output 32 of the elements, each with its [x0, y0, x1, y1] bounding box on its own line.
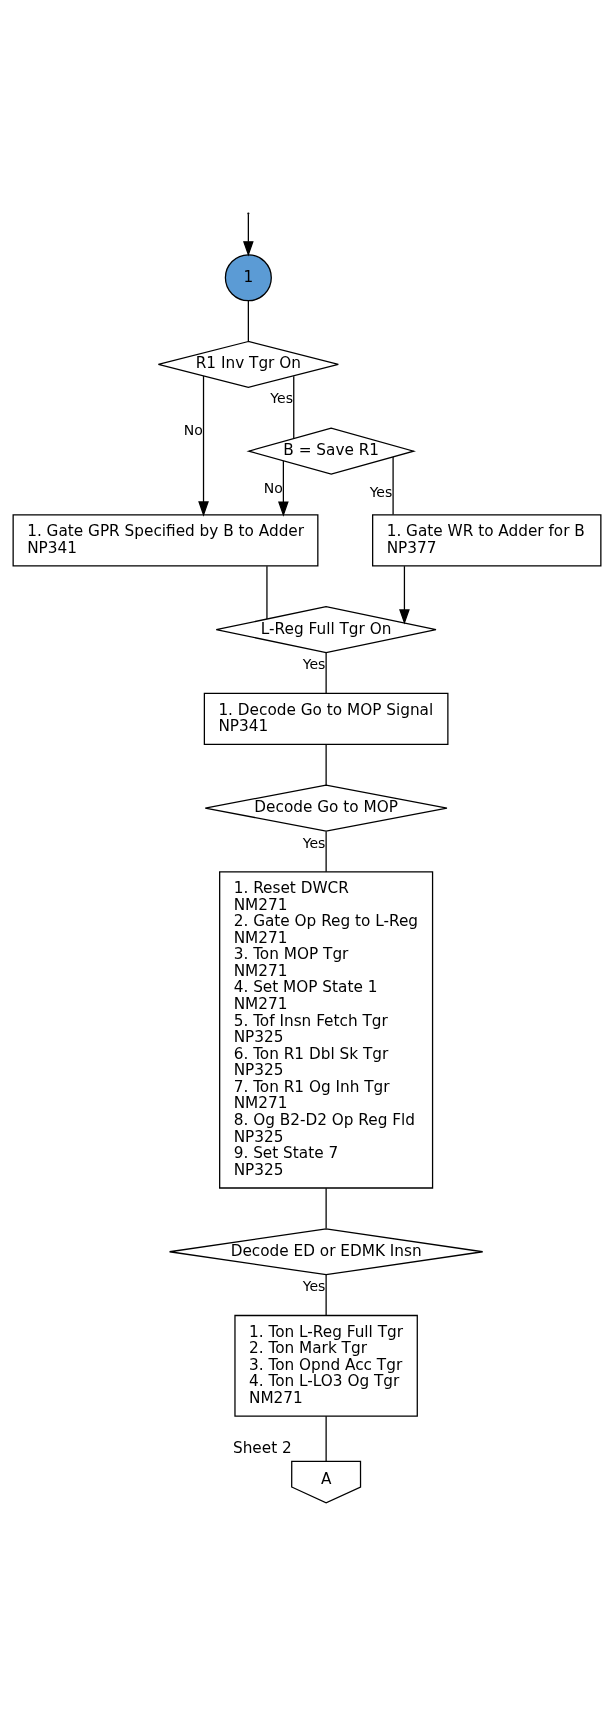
connector — [325, 1415, 327, 1462]
node-box: 1. Reset DWCR NM271 2. Gate Op Reg to L-Reg NM271 3. Ton MOP Tgr NM271 4. Set MOP State 1 NM271 5. Tof Insn Fetch Tgr NP325 6. Ton R1 Dbl Sk Tgr NP325 7. Ton R1 Og Inh Tgr NM271 8. Og B2-D2 Op Reg Fld NP325 9. Set State 7 NP325 — [219, 870, 434, 1189]
node-box: 1. Decode Go to MOP Signal NP341 — [203, 692, 449, 745]
connector — [325, 830, 327, 872]
node-diamond: R1 Inv Tgr On — [157, 340, 339, 388]
node-box: 1. Gate WR to Adder for B NP377 — [372, 513, 602, 566]
connector — [325, 651, 327, 694]
connector — [325, 1187, 327, 1229]
edge-label: Yes — [369, 483, 393, 500]
node-label: Sheet 2 — [233, 1438, 292, 1457]
node-circle: 1 — [224, 253, 272, 301]
edge-label: No — [263, 479, 283, 496]
arrow — [243, 213, 254, 256]
node-diamond: Decode Go to MOP — [204, 784, 448, 832]
connector — [247, 299, 249, 342]
connector — [325, 743, 327, 786]
arrow — [198, 374, 209, 517]
edge-label: Yes — [302, 655, 326, 672]
edge-label: Yes — [270, 389, 293, 406]
connector — [325, 1273, 327, 1316]
node-diamond: Decode ED or EDMK Insn — [168, 1227, 484, 1275]
node-diamond: B = Save R1 — [246, 427, 416, 475]
node-box: 1. Ton L-Reg Full Tgr 2. Ton Mark Tgr 3. Ton Opnd Acc Tgr 4. Ton L-LO3 Og Tgr NM271 — [234, 1314, 418, 1417]
edge-label: Yes — [302, 1277, 326, 1294]
connector — [266, 565, 268, 620]
edge-label: Yes — [302, 834, 326, 851]
edge-label: No — [183, 421, 203, 438]
node-box: 1. Gate GPR Specified by B to Adder NP341 — [12, 513, 319, 566]
arrow — [278, 459, 289, 517]
connector — [392, 455, 394, 515]
arrow — [399, 565, 410, 625]
connector — [293, 375, 295, 439]
